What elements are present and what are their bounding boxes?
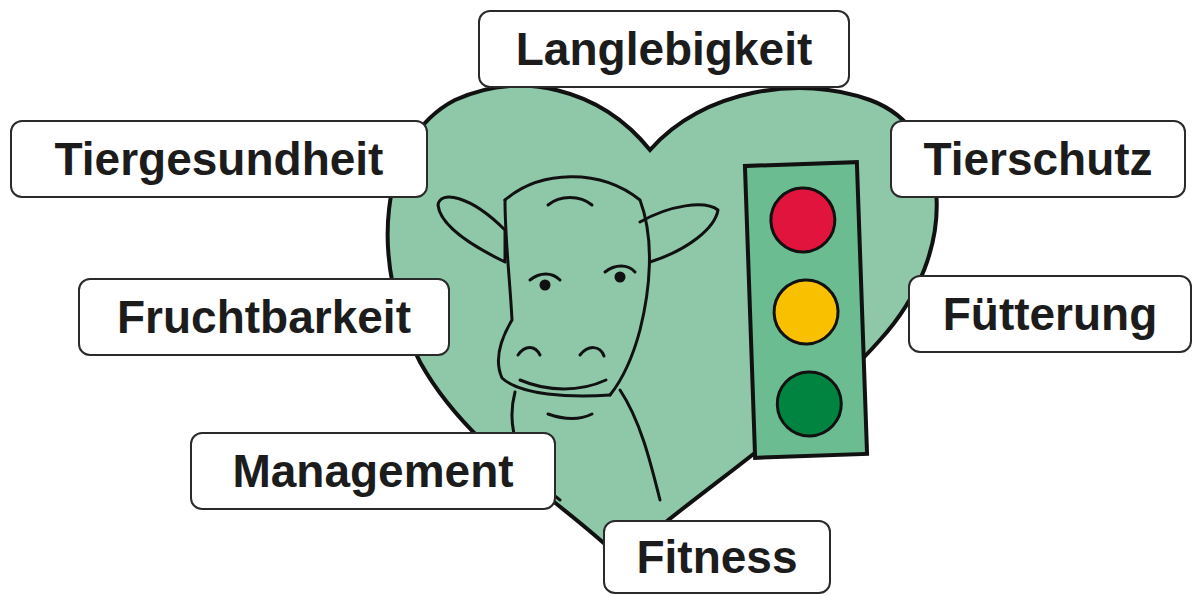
label-box: Tierschutz xyxy=(890,120,1186,198)
label-text: Fitness xyxy=(636,532,797,583)
label-text: Fruchtbarkeit xyxy=(117,292,411,343)
traffic-light xyxy=(745,162,867,458)
label-box: Fütterung xyxy=(908,275,1192,353)
label-text: Tierschutz xyxy=(923,134,1152,185)
label-text: Langlebigkeit xyxy=(516,24,812,75)
label-text: Tiergesundheit xyxy=(55,134,384,185)
label-text: Fütterung xyxy=(943,289,1158,340)
label-box: Fruchtbarkeit xyxy=(78,278,450,356)
label-box: Tiergesundheit xyxy=(10,120,428,198)
label-box: Fitness xyxy=(603,520,831,594)
label-text: Management xyxy=(232,446,513,497)
label-box: Management xyxy=(190,432,556,510)
label-box: Langlebigkeit xyxy=(478,10,850,88)
